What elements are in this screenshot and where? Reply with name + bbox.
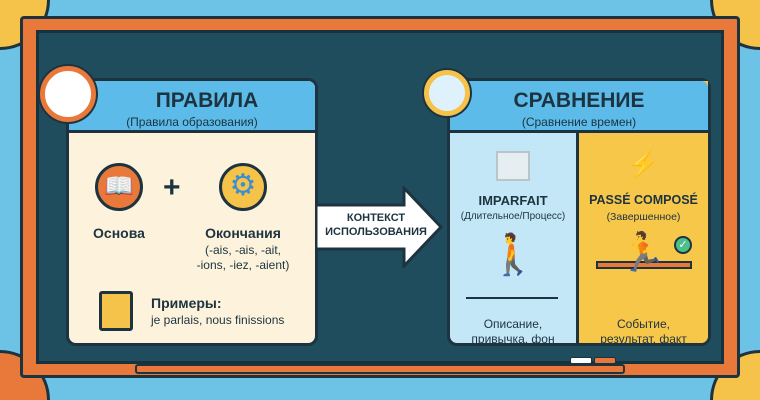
chalk-tray [135,364,625,374]
endings-line1: (-ais, -ais, -ait, [204,243,281,257]
imparfait-line1: Описание, [483,317,543,331]
clock-icon [40,66,96,122]
comparison-header: СРАВНЕНИЕ (Сравнение времен) [450,81,708,133]
ground-line [466,297,558,299]
rules-title: ПРАВИЛА [155,89,259,112]
plus-sign: + [163,171,181,204]
context-arrow [316,186,444,268]
endings-label: Окончания [205,225,281,241]
book-icon: 📖 [95,163,143,211]
checkmark-icon: ✓ [674,236,692,254]
rules-subtitle: (Правила образования) [126,115,258,129]
passe-compose-subtitle: (Завершенное) [606,211,681,223]
arrow-line1: КОНТЕКСТ [346,212,406,224]
passe-compose-title: PASSÉ COMPOSÉ [589,193,698,207]
walking-person-icon: 🚶 [488,233,538,277]
scroll-icon [99,291,133,331]
comparison-subtitle: (Сравнение времен) [521,115,637,129]
gear-icon: ⚙ [219,163,267,211]
comparison-card: СРАВНЕНИЕ (Сравнение времен) IMPARFAIT (… [447,78,711,346]
lightning-icon: ⚡ [627,149,660,179]
rules-card: ПРАВИЛА (Правила образования) 📖 + ⚙ Осно… [66,78,318,346]
comparison-title: СРАВНЕНИЕ [513,89,645,112]
passe-compose-line2: результат, факт [600,332,687,346]
photo-icon [496,151,530,181]
chalk [570,357,592,364]
examples-text: je parlais, nous finissions [151,313,285,327]
magnifier-icon [424,70,470,116]
running-person-icon: 🏃 [619,232,667,274]
chalk [594,357,616,364]
finish-line-ribbon [596,261,692,269]
passe-compose-line1: Событие, [616,317,671,331]
examples-label: Примеры: [151,295,222,311]
arrow-line2: ИСПОЛЬЗОВАНИЯ [325,226,427,238]
imparfait-title: IMPARFAIT [478,193,548,208]
endings-line2: -ions, -iez, -aient) [196,258,290,272]
rules-header: ПРАВИЛА (Правила образования) [69,81,315,133]
imparfait-line2: привычка, фон [471,332,555,346]
imparfait-subtitle: (Длительное/Процесс) [460,211,566,222]
stem-label: Основа [93,225,145,241]
